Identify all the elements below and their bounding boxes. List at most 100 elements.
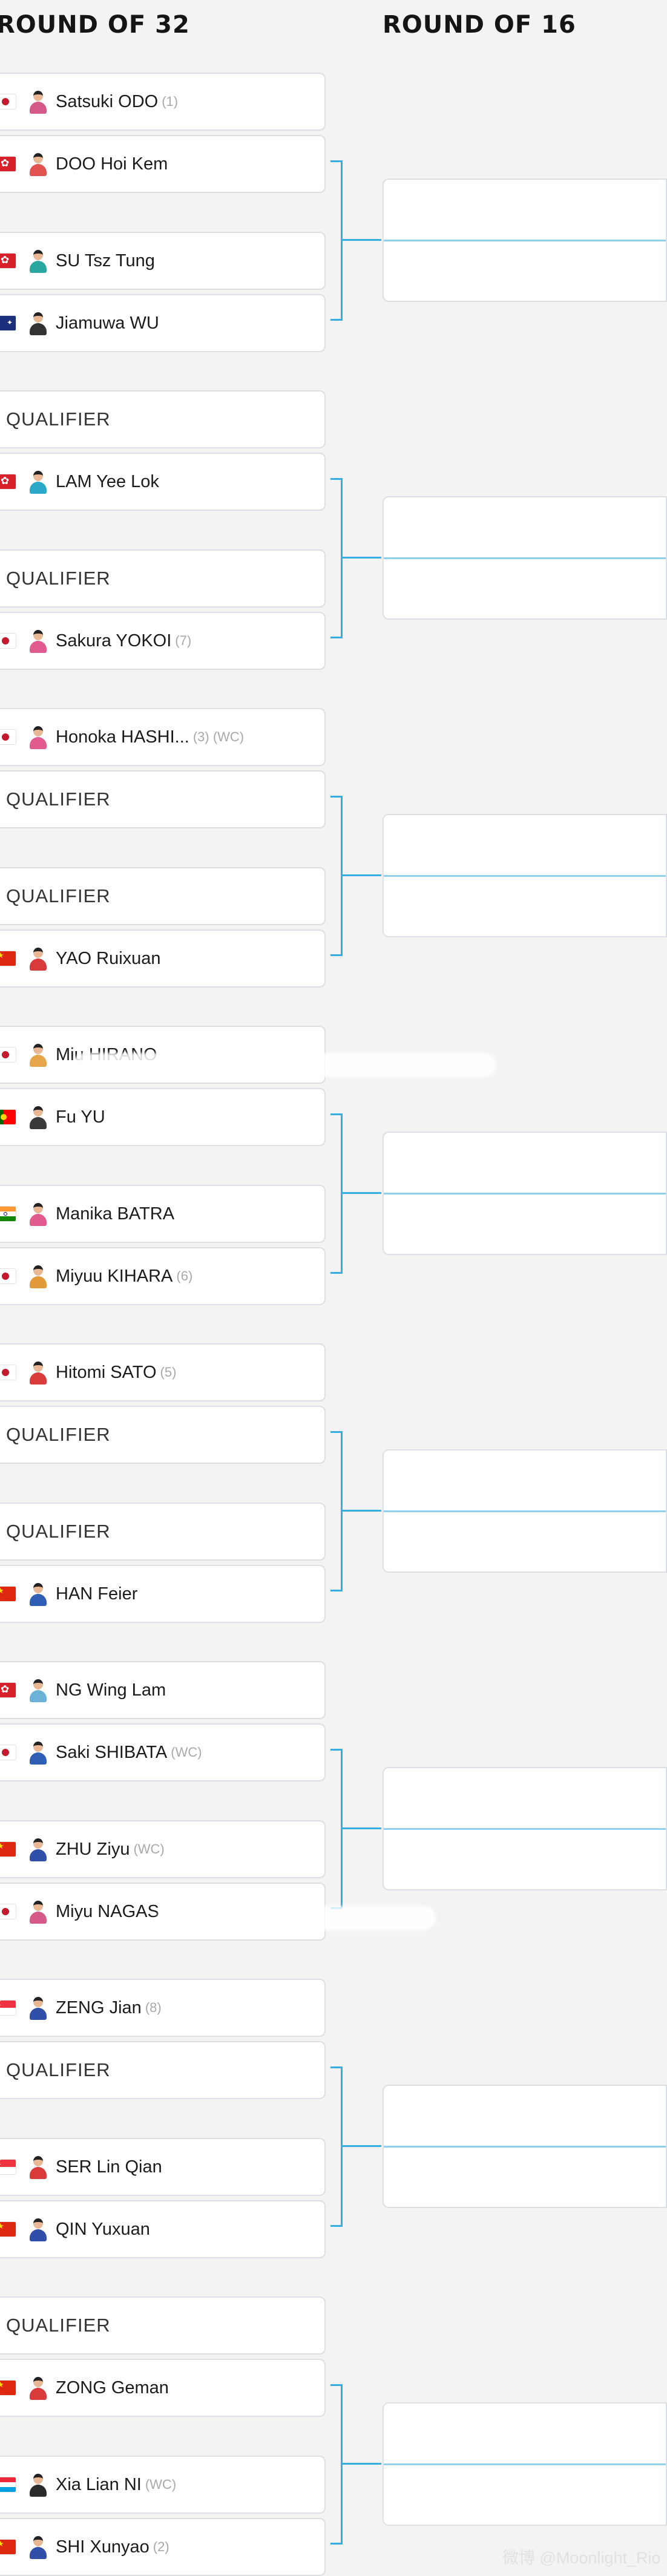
flag-icon bbox=[0, 1047, 16, 1062]
flag-icon bbox=[0, 1110, 16, 1124]
r32-slot[interactable]: LAM Yee Lok bbox=[0, 453, 326, 511]
r32-slot[interactable]: YAO Ruixuan bbox=[0, 929, 326, 988]
r16-divider bbox=[384, 2146, 666, 2148]
flag-icon bbox=[0, 2222, 16, 2237]
seed-tag: (WC) bbox=[145, 2477, 177, 2492]
round-of-16-title: ROUND OF 16 bbox=[383, 11, 576, 39]
r32-slot[interactable]: QUALIFIER bbox=[0, 390, 326, 448]
r16-match-slot[interactable] bbox=[383, 496, 667, 620]
player-avatar-icon bbox=[28, 1996, 48, 2020]
r32-slot[interactable]: QUALIFIER bbox=[0, 2041, 326, 2099]
r16-divider bbox=[384, 1193, 666, 1195]
r32-slot[interactable]: Satsuki ODO(1) bbox=[0, 73, 326, 131]
flag-icon bbox=[0, 1745, 16, 1760]
qualifier-label: QUALIFIER bbox=[6, 885, 111, 906]
r32-slot[interactable]: QIN Yuxuan bbox=[0, 2200, 326, 2258]
overlay-smudge bbox=[73, 1053, 496, 1077]
bracket-connector-stem bbox=[343, 1510, 381, 1512]
flag-icon bbox=[0, 2381, 16, 2395]
r32-slot[interactable]: Sakura YOKOI(7) bbox=[0, 612, 326, 670]
r32-slot[interactable]: Miyuu KIHARA(6) bbox=[0, 1247, 326, 1305]
qualifier-label: QUALIFIER bbox=[6, 2059, 111, 2080]
player-avatar-icon bbox=[28, 629, 48, 653]
player-avatar-icon bbox=[28, 1837, 48, 1861]
r32-slot[interactable]: ZENG Jian(8) bbox=[0, 1979, 326, 2037]
r16-divider bbox=[384, 875, 666, 877]
r32-slot[interactable]: Jiamuwa WU bbox=[0, 294, 326, 352]
flag-icon bbox=[0, 1842, 16, 1857]
player-avatar-icon bbox=[28, 1043, 48, 1067]
qualifier-label: QUALIFIER bbox=[6, 2315, 111, 2336]
qualifier-label: QUALIFIER bbox=[6, 568, 111, 589]
r32-slot[interactable]: Honoka HASHI...(3) (WC) bbox=[0, 708, 326, 766]
bracket-connector bbox=[330, 478, 343, 638]
qualifier-label: QUALIFIER bbox=[6, 788, 111, 810]
qualifier-label: QUALIFIER bbox=[6, 1521, 111, 1542]
r32-slot[interactable]: QUALIFIER bbox=[0, 1503, 326, 1561]
r32-slot[interactable]: Xia Lian NI(WC) bbox=[0, 2456, 326, 2514]
r16-match-slot[interactable] bbox=[383, 179, 667, 302]
player-avatar-icon bbox=[28, 2535, 48, 2559]
r32-slot[interactable]: Hitomi SATO(5) bbox=[0, 1343, 326, 1401]
r16-divider bbox=[384, 240, 666, 241]
player-avatar-icon bbox=[28, 2376, 48, 2400]
r32-slot[interactable]: SER Lin Qian bbox=[0, 2138, 326, 2196]
player-avatar-icon bbox=[28, 1264, 48, 1288]
player-name: ZENG Jian bbox=[56, 1998, 142, 2017]
r32-slot[interactable]: QUALIFIER bbox=[0, 549, 326, 608]
flag-icon bbox=[0, 1365, 16, 1380]
r32-slot[interactable]: Manika BATRA bbox=[0, 1185, 326, 1243]
r16-match-slot[interactable] bbox=[383, 1767, 667, 1890]
r16-divider bbox=[384, 557, 666, 559]
player-avatar-icon bbox=[28, 1582, 48, 1606]
r32-slot[interactable]: SHI Xunyao(2) bbox=[0, 2518, 326, 2576]
player-avatar-icon bbox=[28, 470, 48, 494]
player-name: Jiamuwa WU bbox=[56, 313, 159, 333]
player-avatar-icon bbox=[28, 152, 48, 176]
r16-divider bbox=[384, 2463, 666, 2465]
r32-slot[interactable]: ZHU Ziyu(WC) bbox=[0, 1820, 326, 1878]
bracket-connector-stem bbox=[343, 1827, 381, 1829]
player-name: SU Tsz Tung bbox=[56, 251, 155, 270]
flag-icon bbox=[0, 2158, 16, 2174]
bracket-connector bbox=[330, 1749, 343, 1909]
r32-slot[interactable]: Fu YU bbox=[0, 1088, 326, 1146]
player-name: Miyuu KIHARA bbox=[56, 1266, 173, 1286]
player-name: QIN Yuxuan bbox=[56, 2219, 150, 2239]
player-avatar-icon bbox=[28, 1678, 48, 1702]
r32-slot[interactable]: ZONG Geman bbox=[0, 2359, 326, 2417]
bracket-connector bbox=[330, 160, 343, 321]
r32-slot[interactable]: Saki SHIBATA(WC) bbox=[0, 1723, 326, 1781]
r32-slot[interactable]: QUALIFIER bbox=[0, 1406, 326, 1464]
player-name: LAM Yee Lok bbox=[56, 471, 159, 491]
r16-match-slot[interactable] bbox=[383, 1132, 667, 1255]
bracket-connector-stem bbox=[343, 2145, 381, 2147]
r32-slot[interactable]: NG Wing Lam bbox=[0, 1661, 326, 1719]
r16-match-slot[interactable] bbox=[383, 1449, 667, 1573]
seed-tag: (2) bbox=[153, 2539, 169, 2554]
r16-match-slot[interactable] bbox=[383, 2085, 667, 2208]
watermark: 微博 @Moonlight_Rio bbox=[502, 2549, 661, 2567]
player-avatar-icon bbox=[28, 946, 48, 971]
player-name: Honoka HASHI... bbox=[56, 727, 189, 747]
player-name: Sakura YOKOI bbox=[56, 631, 172, 651]
player-avatar-icon bbox=[28, 725, 48, 749]
r16-match-slot[interactable] bbox=[383, 2402, 667, 2526]
bracket-connector-stem bbox=[343, 874, 381, 876]
seed-tag: (1) bbox=[162, 94, 179, 109]
r32-slot[interactable]: QUALIFIER bbox=[0, 867, 326, 925]
r32-slot[interactable]: DOO Hoi Kem bbox=[0, 135, 326, 193]
r32-slot[interactable]: QUALIFIER bbox=[0, 770, 326, 828]
r32-slot[interactable]: SU Tsz Tung bbox=[0, 232, 326, 290]
r16-divider bbox=[384, 1510, 666, 1512]
r32-slot[interactable]: QUALIFIER bbox=[0, 2296, 326, 2355]
flag-icon bbox=[0, 1269, 16, 1283]
r16-match-slot[interactable] bbox=[383, 814, 667, 937]
bracket-connector bbox=[330, 2384, 343, 2545]
player-name: Hitomi SATO bbox=[56, 1362, 157, 1382]
player-avatar-icon bbox=[28, 90, 48, 114]
bracket-connector-stem bbox=[343, 239, 381, 241]
player-name: SER Lin Qian bbox=[56, 2157, 162, 2177]
player-avatar-icon bbox=[28, 1740, 48, 1765]
r32-slot[interactable]: HAN Feier bbox=[0, 1565, 326, 1623]
